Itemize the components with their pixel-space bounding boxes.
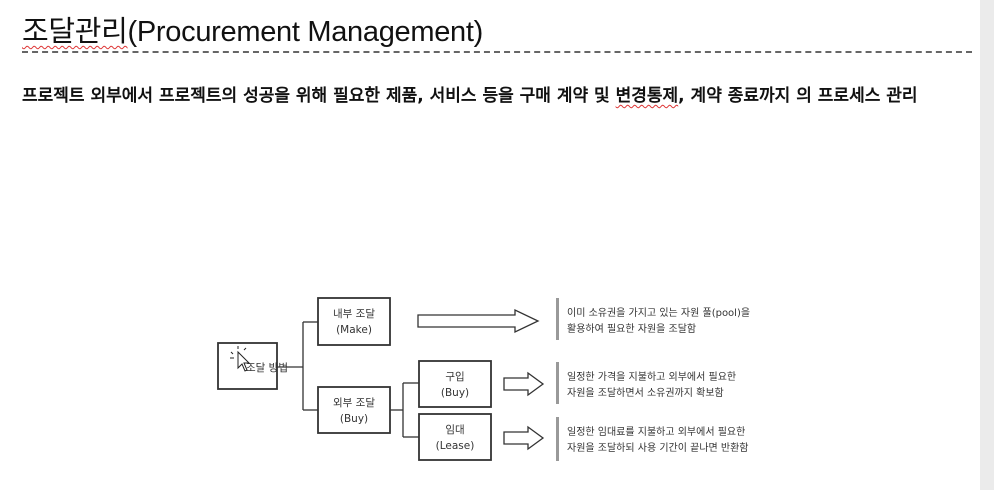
- make-label-2: (Make): [336, 324, 372, 336]
- lease-note-line-2: 자원을 조달하되 사용 기간이 끝나면 반환함: [567, 441, 749, 454]
- lease-box: [418, 413, 492, 461]
- description-part2: 변경통제: [615, 86, 679, 106]
- description-part3: , 계약 종료까지 의 프로세스 관리: [678, 86, 918, 106]
- buy-label-1: 구입: [445, 370, 464, 383]
- make-box: [317, 297, 391, 346]
- lease-note-line-1: 일정한 임대료를 지불하고 외부에서 필요한: [567, 425, 745, 438]
- buy-box: [418, 360, 492, 408]
- make-label-1: 내부 조달: [333, 308, 375, 320]
- description-part1: 프로젝트 외부에서 프로젝트의 성공을 위해 필요한 제품, 서비스 등을 구매…: [22, 86, 616, 106]
- make-arrow-icon: [417, 308, 540, 334]
- root-box: [217, 342, 278, 390]
- outside-box: [317, 386, 391, 434]
- lease-arrow-icon: [503, 425, 545, 451]
- lease-label-1: 임대: [445, 423, 464, 436]
- buy-label-2: (Buy): [441, 387, 469, 399]
- buy-note-line-1: 일정한 가격을 지불하고 외부에서 필요한: [567, 370, 736, 383]
- root-label: 조달 방법: [246, 362, 288, 374]
- make-note-line-2: 활용하여 필요한 자원을 조달함: [567, 322, 696, 335]
- buy-note-bar: [556, 362, 559, 404]
- title-english: (Procurement Management): [127, 16, 484, 48]
- page-title: 조달관리(Procurement Management): [22, 8, 483, 50]
- cursor-icon: [230, 346, 251, 372]
- right-edge-band: [980, 0, 994, 490]
- buy-arrow-icon: [503, 371, 545, 397]
- description-text: 프로젝트 외부에서 프로젝트의 성공을 위해 필요한 제품, 서비스 등을 구매…: [22, 84, 977, 109]
- outside-label-2: (Buy): [340, 413, 368, 425]
- title-divider: [22, 51, 972, 53]
- make-note-bar: [556, 298, 559, 340]
- title-korean: 조달관리: [22, 16, 128, 48]
- buy-note-line-2: 자원을 조달하면서 소유권까지 확보함: [567, 386, 724, 399]
- lease-label-2: (Lease): [436, 440, 475, 452]
- lease-note-bar: [556, 417, 559, 461]
- make-note-line-1: 이미 소유권을 가지고 있는 자원 풀(pool)을: [567, 307, 750, 319]
- outside-label-1: 외부 조달: [333, 397, 375, 409]
